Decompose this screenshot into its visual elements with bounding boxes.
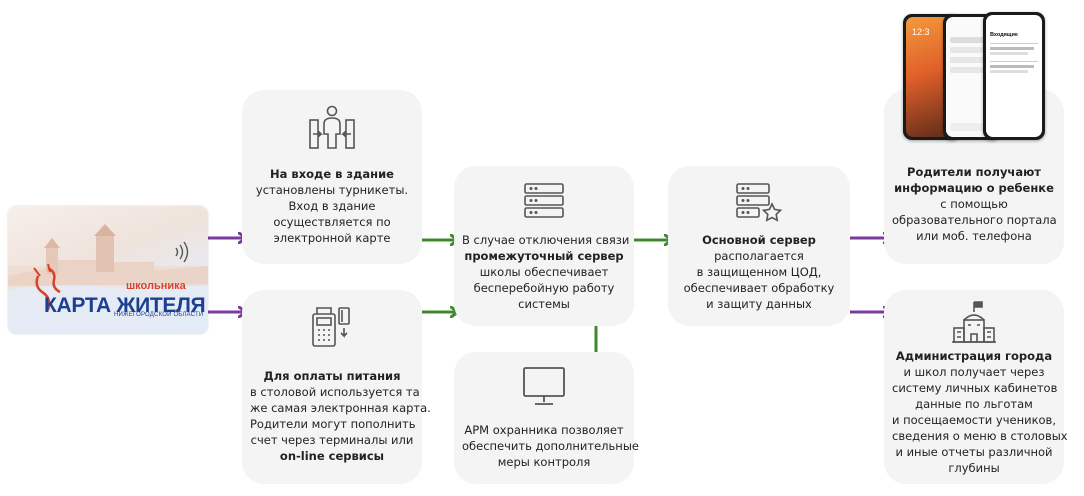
phone-front: Входящие xyxy=(983,12,1045,140)
server-rack-icon xyxy=(524,183,564,218)
payment-line-5: счет через терминалы или xyxy=(250,433,414,447)
payment-box: Для оплаты питания в столовой использует… xyxy=(242,290,431,484)
entrance-line-3: Вход в здание xyxy=(288,199,376,213)
school-server-box: В случае отключения связи промежуточный … xyxy=(454,166,634,326)
kremlin-illustration xyxy=(8,224,208,334)
payment-line-2: в столовой используется та xyxy=(250,385,420,399)
entrance-line-4: осуществляется по xyxy=(273,215,391,229)
parents-line-5: или моб. телефона xyxy=(916,229,1032,243)
main-server-line-4: обеспечивает обработку xyxy=(683,281,835,295)
main-server-line-1: Основной сервер xyxy=(702,233,816,247)
main-server-box: Основной сервер располагается в защищенн… xyxy=(668,166,850,326)
school-server-line-4: бесперебойную работу xyxy=(473,281,615,295)
admin-line-8: глубины xyxy=(948,461,1000,475)
main-server-line-3: в защищенном ЦОД, xyxy=(696,265,822,279)
entrance-turnstile-box: На входе в здание установлены турникеты.… xyxy=(242,90,422,264)
resident-card-image: школьника КАРТА ЖИТЕЛЯ НИЖЕГОРОДСКОЙ ОБЛ… xyxy=(8,206,208,334)
payment-line-4: Родители могут пополнить xyxy=(250,417,416,431)
entrance-line-5: электронной карте xyxy=(273,231,391,245)
payment-terminal-card-icon xyxy=(312,307,350,347)
admin-line-7: и иные отчеты различной xyxy=(895,445,1053,459)
main-server-line-5: и защиту данных xyxy=(706,297,812,311)
entrance-line-2: установлены турникеты. xyxy=(255,183,409,197)
admin-line-6: сведения о меню в столовых xyxy=(892,429,1068,443)
administration-box: Администрация города и школ получает чер… xyxy=(884,290,1068,484)
card-school-label: школьника xyxy=(126,280,186,292)
school-server-line-2: промежуточный сервер xyxy=(464,249,624,263)
turnstile-person-icon xyxy=(309,105,355,149)
phone-time: 12:3 xyxy=(912,27,930,37)
phone-inbox-title: Входящие xyxy=(990,32,1018,38)
admin-line-4: данные по льготам xyxy=(915,397,1033,411)
parents-line-2: информацию о ребенке xyxy=(894,181,1054,195)
guard-line-3: меры контроля xyxy=(497,455,591,469)
card-region: НИЖЕГОРОДСКОЙ ОБЛАСТИ xyxy=(114,312,204,318)
guard-line-2: обеспечить дополнительные xyxy=(462,439,639,453)
monitor-icon xyxy=(523,367,565,405)
payment-line-3: же самая электронная карта. xyxy=(250,401,431,415)
city-hall-icon xyxy=(952,301,996,343)
parents-line-3: с помощью xyxy=(940,197,1008,211)
payment-line-6: on-line сервисы xyxy=(279,449,385,463)
guard-line-1: АРМ охранника позволяет xyxy=(464,423,624,437)
guard-workstation-box: АРМ охранника позволяет обеспечить допол… xyxy=(454,352,639,484)
admin-line-1: Администрация города xyxy=(895,349,1053,363)
main-server-line-2: располагается xyxy=(714,249,804,263)
school-server-line-3: школы обеспечивает xyxy=(479,265,609,279)
admin-line-2: и школ получает через xyxy=(903,365,1045,379)
server-star-icon xyxy=(736,183,783,222)
entrance-line-1: На входе в здание xyxy=(270,167,394,181)
school-server-line-5: системы xyxy=(518,297,570,311)
smartphones-image: 12:3 Входящие xyxy=(903,12,1045,140)
school-server-line-1: В случае отключения связи xyxy=(462,233,630,247)
payment-line-1: Для оплаты питания xyxy=(263,369,401,383)
card-title: КАРТА ЖИТЕЛЯ xyxy=(44,294,206,317)
admin-line-3: систему личных кабинетов xyxy=(892,381,1058,395)
parents-line-1: Родители получают xyxy=(907,165,1041,179)
parents-line-4: образовательного портала xyxy=(892,213,1057,227)
admin-line-5: и посещаемости учеников, xyxy=(892,413,1056,427)
